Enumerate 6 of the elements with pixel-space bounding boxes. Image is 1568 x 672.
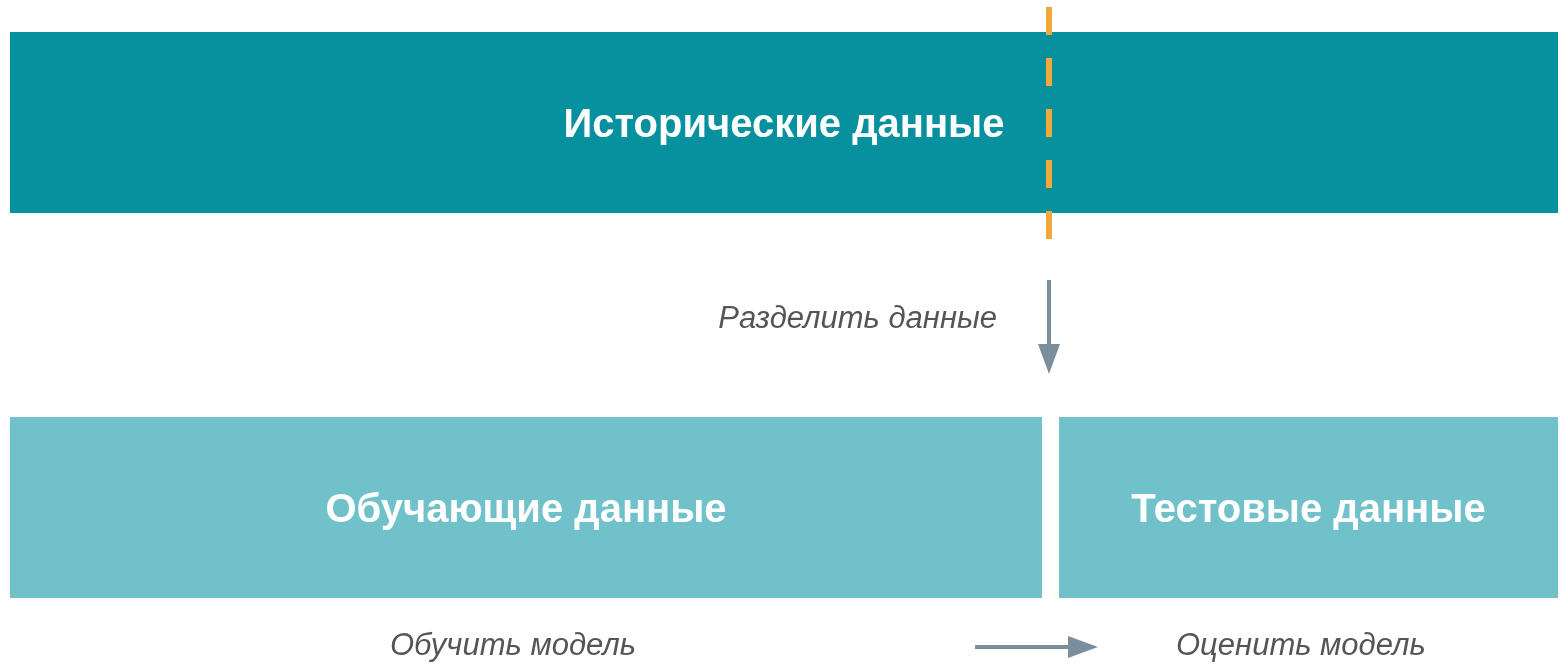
- block-title: Исторические данные: [563, 99, 1005, 146]
- block-title: Тестовые данные: [1131, 484, 1486, 531]
- block-title: Обучающие данные: [325, 484, 727, 531]
- data-block: [1059, 417, 1558, 598]
- data-block: [10, 32, 1558, 213]
- data-block: [10, 417, 1042, 598]
